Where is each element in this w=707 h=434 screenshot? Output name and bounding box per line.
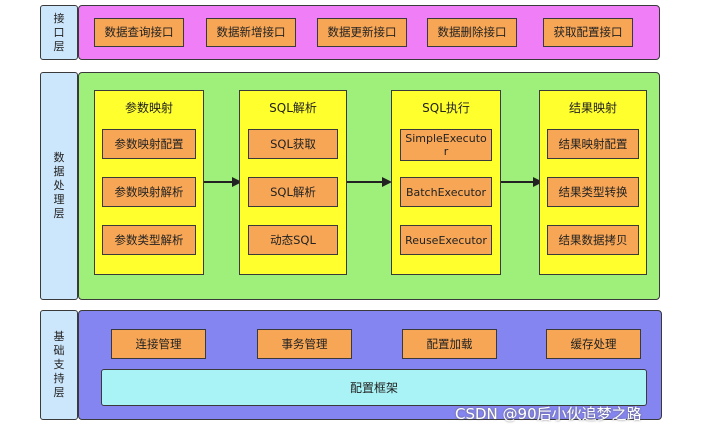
group-title: 参数映射 [124,101,173,115]
support-layer-panel: 连接管理 事务管理 配置加载 缓存处理 配置框架 [78,310,662,420]
processing-layer-label: 数据处理层 [40,72,78,300]
interface-item-config: 获取配置接口 [543,18,633,47]
group-title: SQL执行 [422,101,470,115]
group-title: 结果映射 [568,101,617,115]
support-item-connection: 连接管理 [111,329,206,359]
group-item: 结果映射配置 [547,129,639,159]
watermark-text: CSDN @90后小伙追梦之路 [455,405,642,423]
group-title: SQL解析 [269,101,317,115]
group-item: SimpleExecutor [400,129,492,161]
group-item: ReuseExecutor [400,225,492,255]
support-layer-label: 基础支持层 [40,310,78,420]
interface-layer-label: 接口层 [40,5,78,60]
interface-item-update: 数据更新接口 [317,18,407,47]
flow-arrow-line [347,181,384,183]
support-layer-label-text: 基础支持层 [53,330,65,399]
interface-layer-label-text: 接口层 [53,11,65,53]
flow-arrow-head [533,177,543,187]
processing-layer-panel: 参数映射 参数映射配置 参数映射解析 参数类型解析 SQL解析 SQL获取 SQ… [78,72,660,300]
interface-item-insert: 数据新增接口 [206,18,296,47]
interface-layer-panel: 数据查询接口 数据新增接口 数据更新接口 数据删除接口 获取配置接口 [78,5,660,60]
group-item: 参数类型解析 [102,225,196,255]
group-sql-execution: SQL执行 SimpleExecutor BatchExecutor Reuse… [391,90,501,275]
support-item-cache: 缓存处理 [546,329,641,359]
group-item: 参数映射配置 [102,129,196,159]
interface-item-query: 数据查询接口 [94,18,184,47]
flow-arrow-line [501,181,535,183]
group-item: BatchExecutor [400,177,492,207]
config-framework-bar: 配置框架 [101,369,647,406]
group-result-mapping: 结果映射 结果映射配置 结果类型转换 结果数据拷贝 [539,90,647,275]
group-sql-parsing: SQL解析 SQL获取 SQL解析 动态SQL [239,90,347,275]
interface-item-delete: 数据删除接口 [427,18,517,47]
processing-layer-label-text: 数据处理层 [53,151,65,220]
flow-arrow-head [232,177,242,187]
support-item-config-loading: 配置加载 [402,329,497,359]
group-item: 结果数据拷贝 [547,225,639,255]
group-item: SQL解析 [248,177,338,207]
flow-arrow-head [382,177,392,187]
group-item: 动态SQL [248,225,338,255]
group-item: 参数映射解析 [102,177,196,207]
support-item-transaction: 事务管理 [257,329,352,359]
group-item: 结果类型转换 [547,177,639,207]
flow-arrow-line [204,181,234,183]
group-item: SQL获取 [248,129,338,159]
group-parameter-mapping: 参数映射 参数映射配置 参数映射解析 参数类型解析 [94,90,204,275]
